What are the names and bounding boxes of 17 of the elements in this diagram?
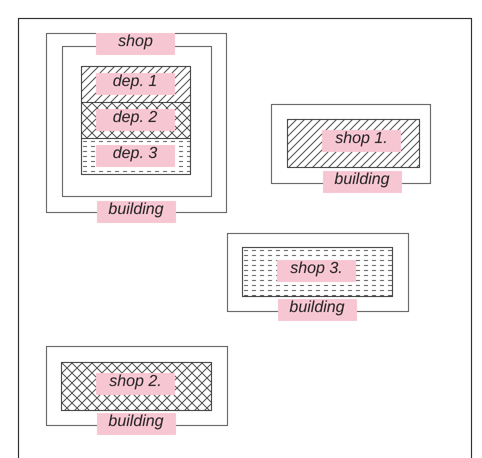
patterned-box: [81, 66, 191, 103]
patterned-box: [81, 138, 191, 175]
box-label: building: [322, 170, 402, 192]
box-label: dep. 2: [96, 108, 174, 130]
patterned-box: [60, 362, 212, 410]
box-label: building: [278, 298, 356, 320]
box-label: dep. 1: [96, 72, 174, 94]
box-label: dep. 3: [96, 144, 174, 166]
patterned-box: [286, 118, 420, 168]
box-label: shop 1.: [322, 130, 401, 152]
patterned-box: [81, 102, 191, 139]
box-label: shop 3.: [277, 260, 356, 282]
patterned-box: [242, 246, 392, 296]
box-label: building: [96, 200, 176, 222]
box-label: building: [96, 412, 176, 434]
box-label: shop 2.: [96, 373, 175, 395]
box-label: shop: [96, 33, 175, 55]
